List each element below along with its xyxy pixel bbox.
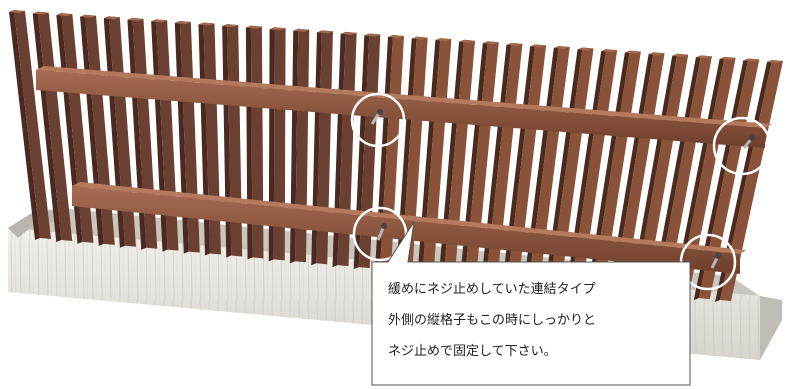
screw-icon (376, 223, 387, 241)
fence-slat-top (530, 44, 547, 48)
fence-slat-front (14, 10, 51, 239)
fence-slat-top (601, 49, 618, 53)
fence-slat (174, 20, 200, 254)
rail-bottom-upper-face (72, 182, 746, 254)
screw-icon (742, 135, 755, 149)
fence-slat-top (293, 28, 310, 32)
fence-slat-top (719, 56, 736, 60)
fence-slat-top (577, 47, 594, 51)
fence-slat-top (648, 52, 665, 56)
fence-slat (651, 55, 712, 297)
fence-slat-side (481, 42, 512, 281)
fence-slat-side (672, 56, 725, 299)
fence-slat-top (151, 19, 168, 23)
screw-icon (370, 109, 383, 125)
fence-slat-top (482, 41, 499, 45)
callout-line-1: 緩めにネジ止めしていた連結タイプ (388, 282, 596, 297)
fence-slat-front (592, 50, 641, 290)
fence-slat-top (340, 31, 357, 35)
fence-slat-top (316, 30, 333, 34)
fence-slat-side (608, 52, 654, 293)
fence-slat-top (459, 39, 476, 43)
fence-slat-side (566, 49, 607, 289)
fence-slat (545, 47, 594, 287)
callout-line-3: ネジ止めで固定して下さい。 (388, 344, 557, 359)
fence-slat-top (80, 14, 97, 18)
block-end-right (730, 276, 782, 360)
fence-slat-front (677, 56, 736, 298)
fence-slat-side (545, 47, 583, 287)
fence-slat (672, 56, 736, 299)
fence-slat-front (656, 55, 712, 296)
fence-slat (460, 41, 499, 279)
fence-slat-top (127, 17, 144, 21)
fence-slat-front (422, 38, 452, 274)
fence-slat-side (651, 55, 701, 297)
fence-slat-front (507, 44, 547, 282)
fence-slat-top (198, 22, 215, 26)
fence-slat-side (630, 53, 678, 295)
fence-slat-top (388, 35, 404, 38)
fence-slat (481, 42, 523, 281)
fence-slat-side (9, 10, 40, 240)
fence-slat-top (743, 58, 760, 62)
fence-slat-front (401, 36, 428, 272)
fence-slat-front (380, 35, 404, 270)
fence-slat-front (571, 49, 618, 288)
fence-slat-top (9, 10, 25, 13)
screw-icon (710, 253, 721, 269)
fence-slat-top (222, 24, 239, 28)
fence-slat-top (624, 50, 641, 54)
callout-bubble (371, 221, 691, 386)
callout-text: 緩めにネジ止めしていた連結タイプ 外側の縦格子もこの時にしっかりと ネジ止めで固… (372, 262, 690, 380)
fence-slat-top (767, 60, 783, 63)
fence-slat-top (245, 25, 262, 29)
fence-slat-front (613, 52, 665, 292)
fence-slat (502, 44, 547, 283)
fence-slat (587, 50, 641, 291)
fence-slat-top (103, 16, 120, 20)
fence-slat-side (502, 44, 536, 283)
highlight-circle (350, 92, 406, 148)
fence-slat-top (56, 13, 73, 17)
highlight-circle (712, 116, 772, 176)
fence-slat-top (269, 27, 286, 31)
fence-slat-front (465, 41, 499, 278)
fence-slat (9, 10, 51, 240)
fence-slat (523, 45, 570, 285)
callout-line-2: 外側の縦格子もこの時にしっかりと (388, 313, 597, 328)
fence-slat-top (411, 36, 428, 40)
fence-slat (630, 53, 689, 295)
fence-slat-top (174, 20, 191, 24)
fence-slat-side (587, 50, 630, 291)
rail-top-upper-face (36, 66, 772, 128)
fence-slat-front (358, 33, 381, 269)
fence-slat-top (32, 11, 49, 15)
fence-slat-side (715, 60, 772, 302)
fence-slat-front (635, 53, 689, 294)
fence-slat-front (486, 42, 523, 280)
fence-slat-front (550, 47, 594, 286)
fence-slat-top (435, 38, 452, 42)
fence-slat-top (364, 33, 381, 37)
fence-slat-top (695, 55, 712, 59)
fence-slat-top (672, 53, 689, 57)
fence-slat-front (443, 39, 476, 276)
fence-slat (566, 49, 618, 289)
fence-slat-front (337, 31, 357, 267)
fence-slat (715, 60, 783, 302)
fence-slat (608, 52, 665, 293)
fence-slat-side (523, 45, 559, 285)
fence-slat-front (720, 60, 783, 301)
fence-slat-top (506, 42, 523, 46)
fence-slat-top (553, 45, 570, 49)
fence-slat-side (460, 41, 488, 279)
fence-slat-front (528, 45, 570, 284)
